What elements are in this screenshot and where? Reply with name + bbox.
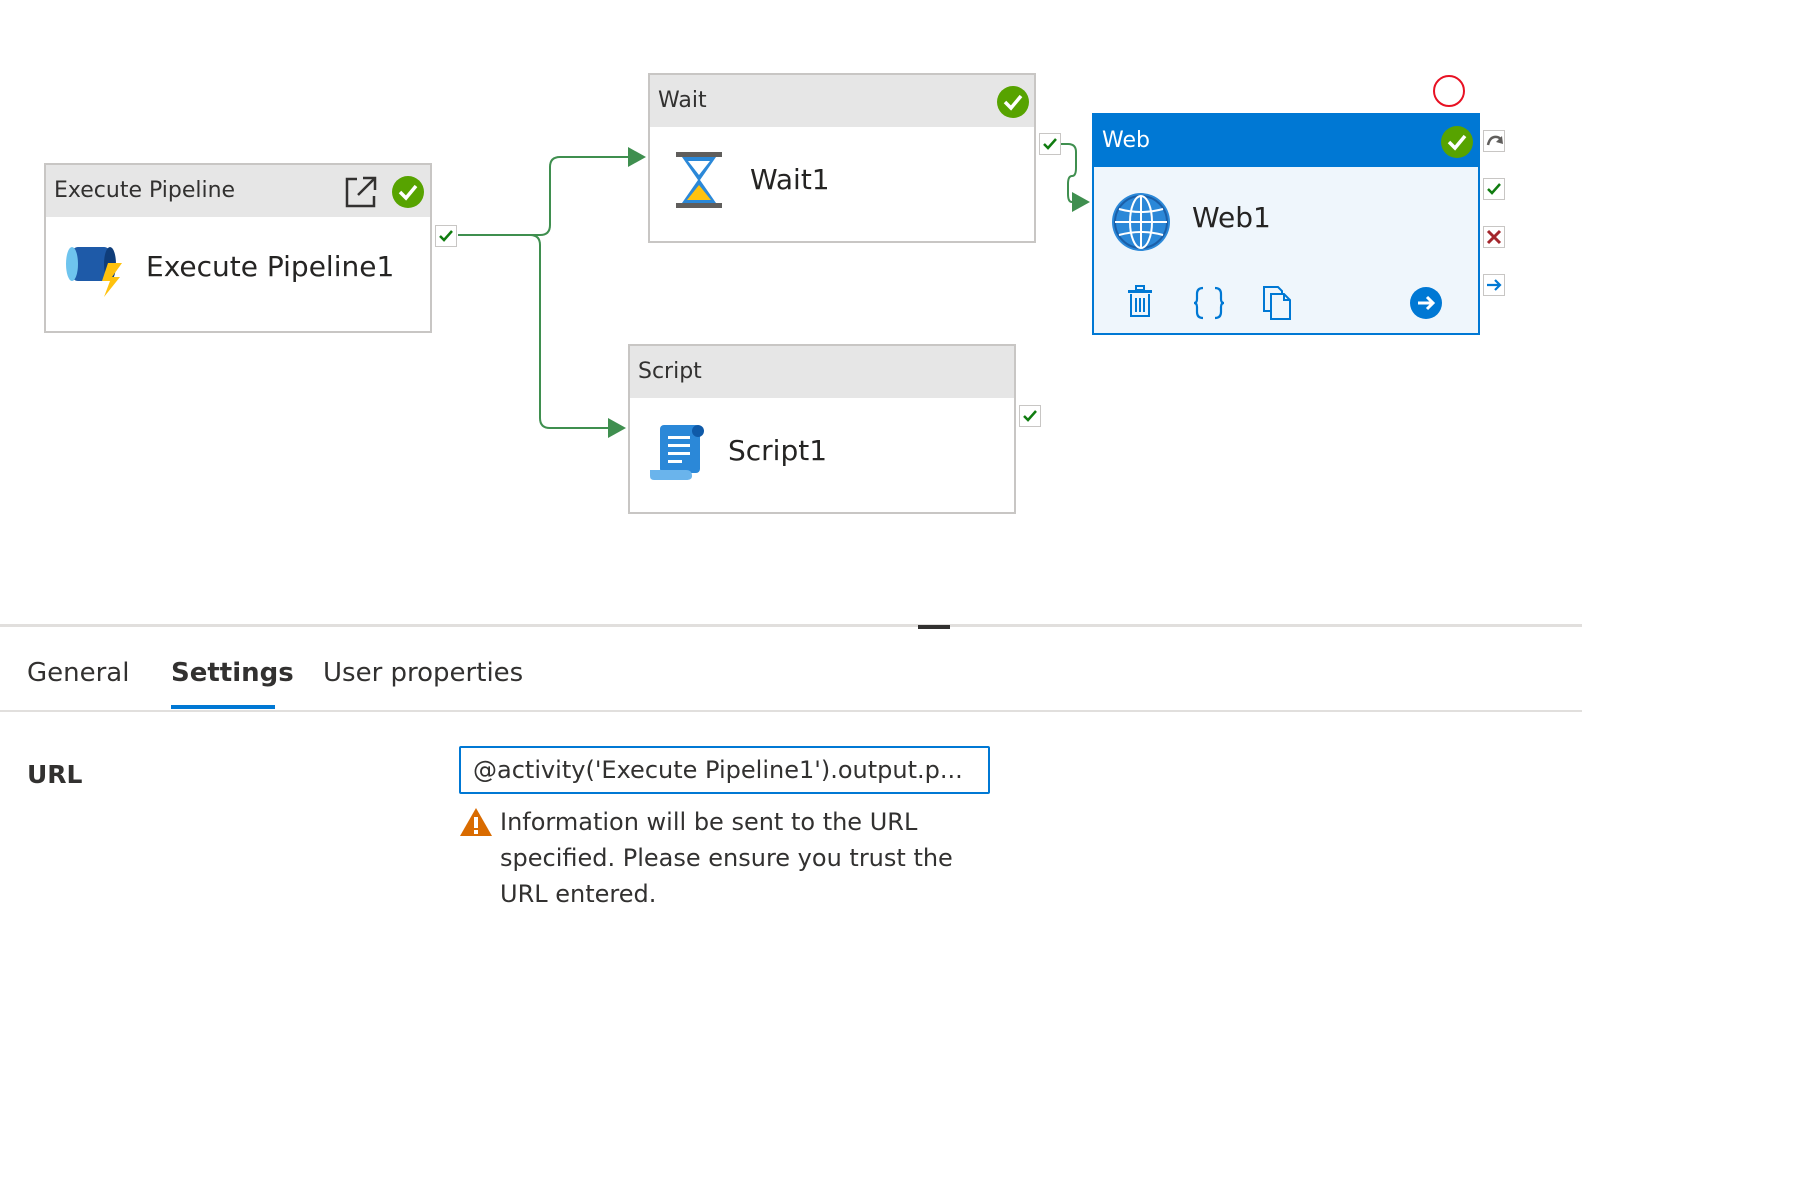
- connector-exec-to-wait[interactable]: [458, 156, 628, 236]
- panel-splitter[interactable]: [0, 624, 1582, 627]
- activity-type-label: Script: [638, 359, 702, 384]
- activity-type-label: Wait: [658, 88, 707, 113]
- success-port-web[interactable]: [1483, 178, 1505, 200]
- script-icon: [650, 425, 704, 480]
- connector-wait-to-web[interactable]: [1056, 143, 1077, 203]
- activity-header: Web: [1094, 115, 1478, 167]
- activity-header: Wait: [650, 75, 1034, 127]
- pipeline-canvas[interactable]: Execute Pipeline Execute Pipeline1 Wait: [0, 0, 1800, 620]
- execute-pipeline-icon: [66, 247, 122, 297]
- connector-arrow-web: [1072, 192, 1090, 212]
- copy-icon[interactable]: [1262, 285, 1292, 321]
- code-braces-icon[interactable]: [1193, 286, 1225, 320]
- hourglass-icon: [676, 152, 722, 208]
- connector-wires: [458, 143, 1090, 438]
- activity-wait[interactable]: Wait Wait1: [648, 73, 1036, 243]
- success-port-script[interactable]: [1019, 405, 1041, 427]
- check-icon: [439, 230, 453, 242]
- activity-web[interactable]: Web Web1: [1092, 113, 1480, 335]
- activity-execute-pipeline[interactable]: Execute Pipeline Execute Pipeline1: [44, 163, 432, 333]
- delete-icon[interactable]: [1127, 285, 1153, 319]
- activity-header: Script: [630, 346, 1014, 398]
- warning-icon: [460, 808, 492, 836]
- url-label: URL: [27, 760, 83, 789]
- failure-port-web[interactable]: [1483, 226, 1505, 248]
- success-port-wait[interactable]: [1039, 133, 1061, 155]
- tab-general[interactable]: General: [27, 658, 130, 688]
- activity-type-label: Execute Pipeline: [54, 178, 236, 203]
- activity-name: Script1: [728, 434, 828, 467]
- arrow-right-icon: [1487, 279, 1502, 291]
- check-icon: [1487, 183, 1501, 195]
- x-icon: [1486, 229, 1502, 245]
- open-external-icon[interactable]: [343, 174, 379, 210]
- activity-header: Execute Pipeline: [46, 165, 430, 217]
- connector-arrow-script: [608, 418, 626, 438]
- annotation-circle-icon: [1433, 75, 1465, 107]
- success-port-execute-pipeline[interactable]: [435, 225, 457, 247]
- activity-script[interactable]: Script Script1: [628, 344, 1016, 514]
- arrow-right-circle-icon[interactable]: [1409, 286, 1443, 320]
- properties-tabs: General Settings User properties: [0, 650, 1582, 712]
- skipped-port-web[interactable]: [1483, 130, 1505, 152]
- warning-text: Information will be sent to the URL spec…: [500, 808, 953, 908]
- activity-name: Execute Pipeline1: [146, 250, 395, 283]
- connector-arrow-wait: [628, 147, 646, 167]
- active-tab-indicator: [171, 705, 275, 709]
- check-icon: [1043, 138, 1057, 150]
- globe-icon: [1112, 193, 1170, 251]
- activity-type-label: Web: [1102, 128, 1150, 153]
- success-check-icon: [1441, 126, 1473, 158]
- activity-name: Wait1: [750, 163, 830, 196]
- success-check-icon: [392, 176, 424, 208]
- check-icon: [1023, 410, 1037, 422]
- connector-exec-to-script[interactable]: [529, 234, 608, 429]
- url-input[interactable]: [459, 746, 990, 794]
- tab-settings[interactable]: Settings: [171, 658, 294, 688]
- tab-user-properties[interactable]: User properties: [323, 658, 524, 688]
- skip-arrow-icon: [1486, 135, 1503, 146]
- splitter-grip[interactable]: [918, 625, 950, 629]
- success-check-icon: [997, 86, 1029, 118]
- activity-name: Web1: [1192, 201, 1271, 234]
- completion-port-web[interactable]: [1483, 274, 1505, 296]
